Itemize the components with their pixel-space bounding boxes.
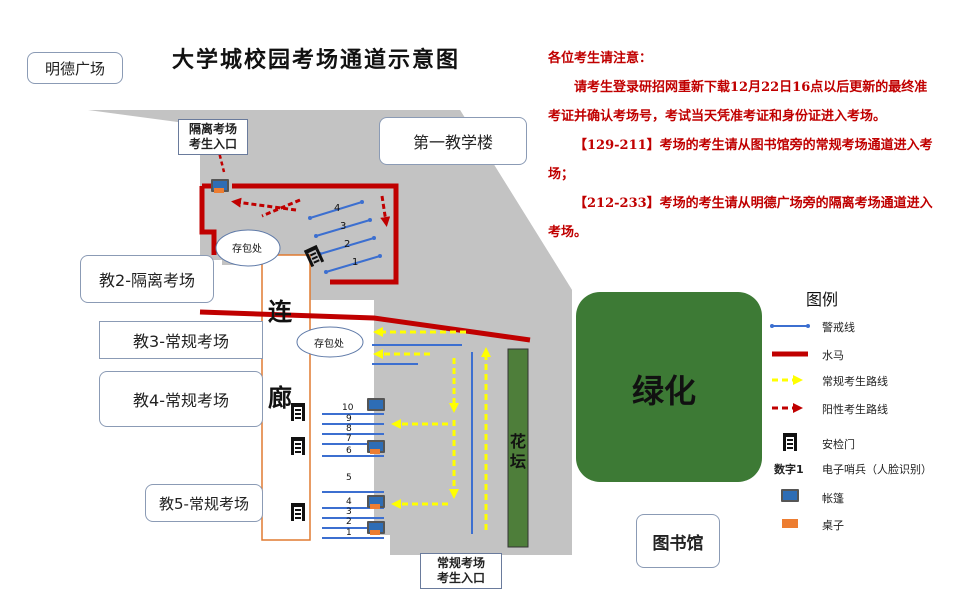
legend-number-key: 数字1: [774, 463, 804, 476]
reg-lane-4: 4: [346, 497, 352, 507]
reg-lane-6: 6: [346, 446, 352, 456]
flower-bed: [507, 348, 529, 548]
notice-panel: 各位考生请注意： 请考生登录研招网重新下载12月22日16点以后更新的最终准考证…: [548, 44, 940, 247]
corridor-label-1: 连: [268, 298, 292, 326]
storage-label-top: 存包处: [232, 244, 262, 255]
jiao5-label: 教5-常规考场: [145, 484, 263, 522]
legend-barrier-label: 水马: [822, 349, 844, 362]
storage-label-mid: 存包处: [314, 339, 344, 350]
mingde-square-label: 明德广场: [27, 52, 123, 84]
water-barrier: [232, 183, 399, 285]
iso-lane-3: 3: [340, 221, 347, 232]
road-area-upper: [88, 110, 200, 230]
reg-lane-7: 7: [346, 434, 352, 444]
regular-entrance-label: 常规考场 考生入口: [420, 553, 502, 589]
legend-gate-label: 安检门: [822, 438, 855, 451]
reg-lane-1: 1: [346, 528, 352, 538]
water-barrier-diagonal: [199, 309, 531, 343]
jiao2-label: 教2-隔离考场: [80, 255, 214, 303]
corridor-outline: [261, 254, 311, 541]
notice-paragraph-2: 【129-211】考场的考生请从图书馆旁的常规考场通道进入考场；: [548, 138, 933, 182]
reg-lane-3: 3: [346, 507, 352, 517]
page-title: 大学城校园考场通道示意图: [172, 47, 461, 73]
flower-bed-label-2: 坛: [510, 452, 527, 471]
legend-regular-route-label: 常规考生路线: [822, 375, 888, 388]
reg-lane-10: 10: [342, 403, 354, 413]
reg-lane-8: 8: [346, 424, 352, 434]
legend-cordon-label: 警戒线: [822, 321, 855, 334]
jiao4-label: 教4-常规考场: [99, 371, 263, 427]
greenery-block: [576, 292, 762, 482]
legend-graphics: [770, 324, 810, 528]
jiao3-label: 教3-常规考场: [99, 321, 263, 359]
legend-title: 图例: [806, 290, 839, 309]
iso-lane-1: 1: [352, 257, 359, 268]
library-label: 图书馆: [636, 514, 720, 568]
greenery-label: 绿化: [632, 372, 697, 410]
reg-lane-9: 9: [346, 414, 352, 424]
flower-bed-label-1: 花: [510, 432, 527, 451]
reg-lane-2: 2: [346, 517, 352, 527]
iso-lane-2: 2: [344, 239, 351, 250]
legend-table-label: 桌子: [822, 519, 844, 532]
legend-tent-label: 帐篷: [822, 492, 844, 505]
corridor-label-2: 廊: [268, 384, 292, 412]
isolation-entrance-label: 隔离考场 考生入口: [178, 119, 248, 155]
iso-lane-4: 4: [334, 203, 341, 214]
notice-paragraph-3: 【212-233】考场的考生请从明德广场旁的隔离考场通道进入考场。: [548, 196, 933, 240]
teaching-building-1-label: 第一教学楼: [379, 117, 527, 165]
legend-sentinel-label: 电子哨兵（人脸识别）: [822, 463, 932, 476]
reg-lane-5: 5: [346, 473, 352, 483]
notice-heading: 各位考生请注意：: [548, 51, 653, 66]
legend-positive-route-label: 阳性考生路线: [822, 403, 888, 416]
notice-paragraph-1: 请考生登录研招网重新下载12月22日16点以后更新的最终准考证并确认考场号，考试…: [548, 80, 928, 124]
